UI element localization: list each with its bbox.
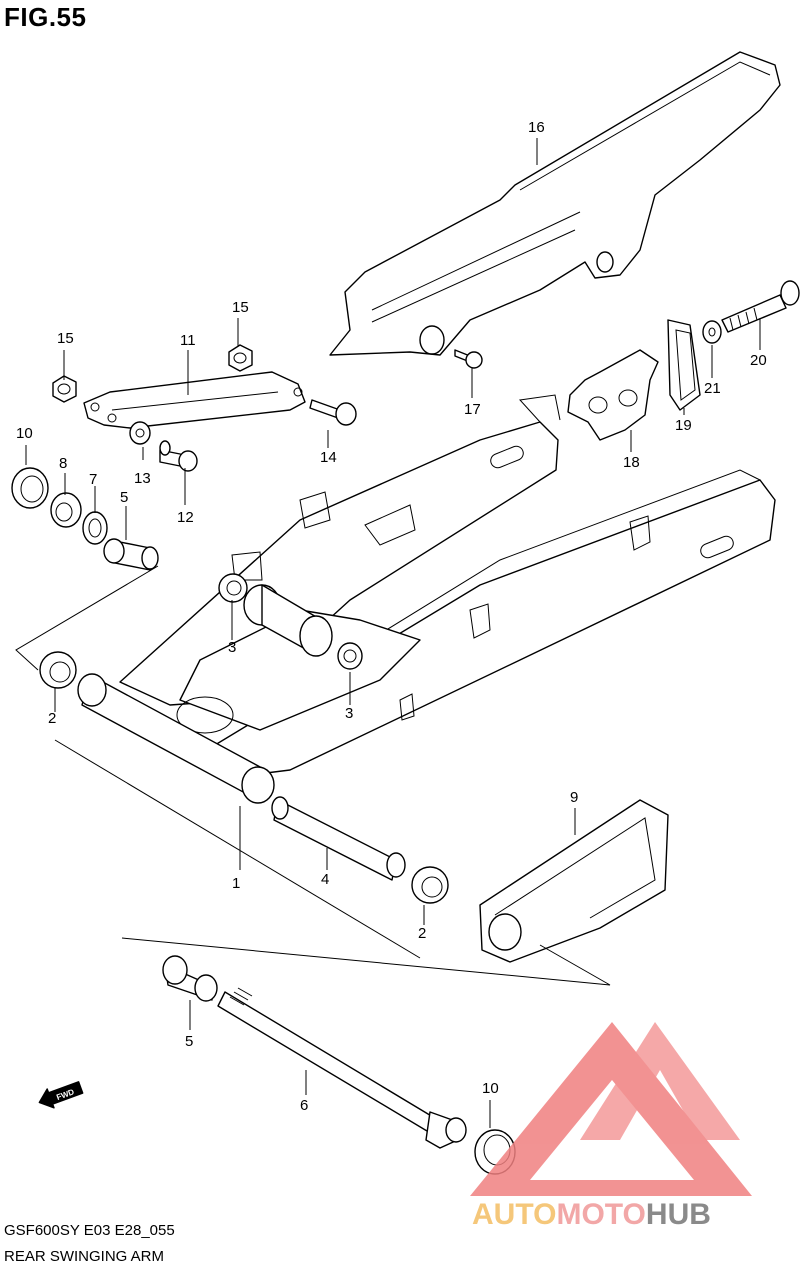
callout-4: 4: [321, 871, 329, 888]
watermark-auto: AUTO: [472, 1198, 556, 1231]
part-19-adjuster-cap: [667, 319, 701, 411]
part-9-chain-buffer: [479, 799, 669, 963]
callout-17: 17: [464, 401, 481, 418]
part-1-swing-arm: [77, 394, 776, 804]
fwd-arrow: FWD: [38, 1081, 84, 1109]
watermark-brand: AUTOMOTOHUB: [472, 1198, 711, 1231]
callout-2b: 2: [418, 925, 426, 942]
callout-3a: 3: [228, 639, 236, 656]
part-6-axle: [217, 987, 467, 1149]
part-3-bearing-right: [337, 642, 363, 670]
part-10-cap-left: [11, 467, 49, 509]
watermark-hub: HUB: [646, 1198, 711, 1231]
watermark-moto: MOTO: [556, 1198, 645, 1231]
assembly-guide-lines: [15, 565, 611, 986]
callout-16: 16: [528, 119, 545, 136]
part-4-spacer: [271, 796, 406, 881]
part-17-screw: [454, 349, 483, 369]
part-21-washer: [702, 320, 722, 344]
part-15-nut-right: [228, 344, 253, 372]
callout-5a: 5: [120, 489, 128, 506]
callout-8: 8: [59, 455, 67, 472]
part-13-washer: [129, 421, 151, 445]
callout-7: 7: [89, 471, 97, 488]
watermark-logo: [470, 1022, 752, 1196]
part-18-adjuster-plate: [567, 349, 659, 441]
figure-title: FIG.55: [4, 2, 87, 32]
callout-15a: 15: [57, 330, 74, 347]
part-12-pin: [159, 440, 198, 472]
part-8-bearing: [50, 492, 82, 528]
callout-numbers: 1 2 2 2 3 3 4 5 5 6 7 8 9 10 10 11 12 13…: [16, 119, 767, 1114]
callout-3b: 3: [345, 705, 353, 722]
callout-5b: 5: [185, 1033, 193, 1050]
watermark-triangle: [470, 1022, 752, 1196]
part-5-collar-upper: [103, 538, 159, 571]
callout-15b: 15: [232, 299, 249, 316]
callout-11: 11: [180, 332, 196, 349]
callout-21: 21: [704, 380, 721, 397]
part-11-bracket: [83, 371, 306, 429]
callout-19: 19: [675, 417, 692, 434]
part-14-bolt: [309, 399, 357, 426]
callout-10a: 10: [16, 425, 33, 442]
callout-12: 12: [177, 509, 194, 526]
part-5-collar-lower: [162, 955, 218, 1002]
callout-10b: 10: [482, 1080, 499, 1097]
part-2-bearing-left: [39, 651, 77, 689]
part-7-seal: [82, 511, 108, 545]
callout-14: 14: [320, 449, 337, 466]
callout-9: 9: [570, 789, 578, 806]
caption-name: REAR SWINGING ARM: [4, 1248, 165, 1265]
callout-6: 6: [300, 1097, 308, 1114]
callout-13: 13: [134, 470, 151, 487]
callout-1: 1: [232, 875, 240, 892]
leader-lines: [25, 138, 761, 1128]
caption-code: GSF600SY E03 E28_055: [4, 1222, 175, 1239]
part-2-bearing-right: [411, 866, 449, 904]
part-16-chain-case: [329, 51, 781, 356]
part-20-bolt: [721, 280, 800, 333]
callout-2a: 2: [48, 710, 56, 727]
part-3-bearing-left: [218, 573, 248, 603]
callout-18: 18: [623, 454, 640, 471]
callout-20: 20: [750, 352, 767, 369]
